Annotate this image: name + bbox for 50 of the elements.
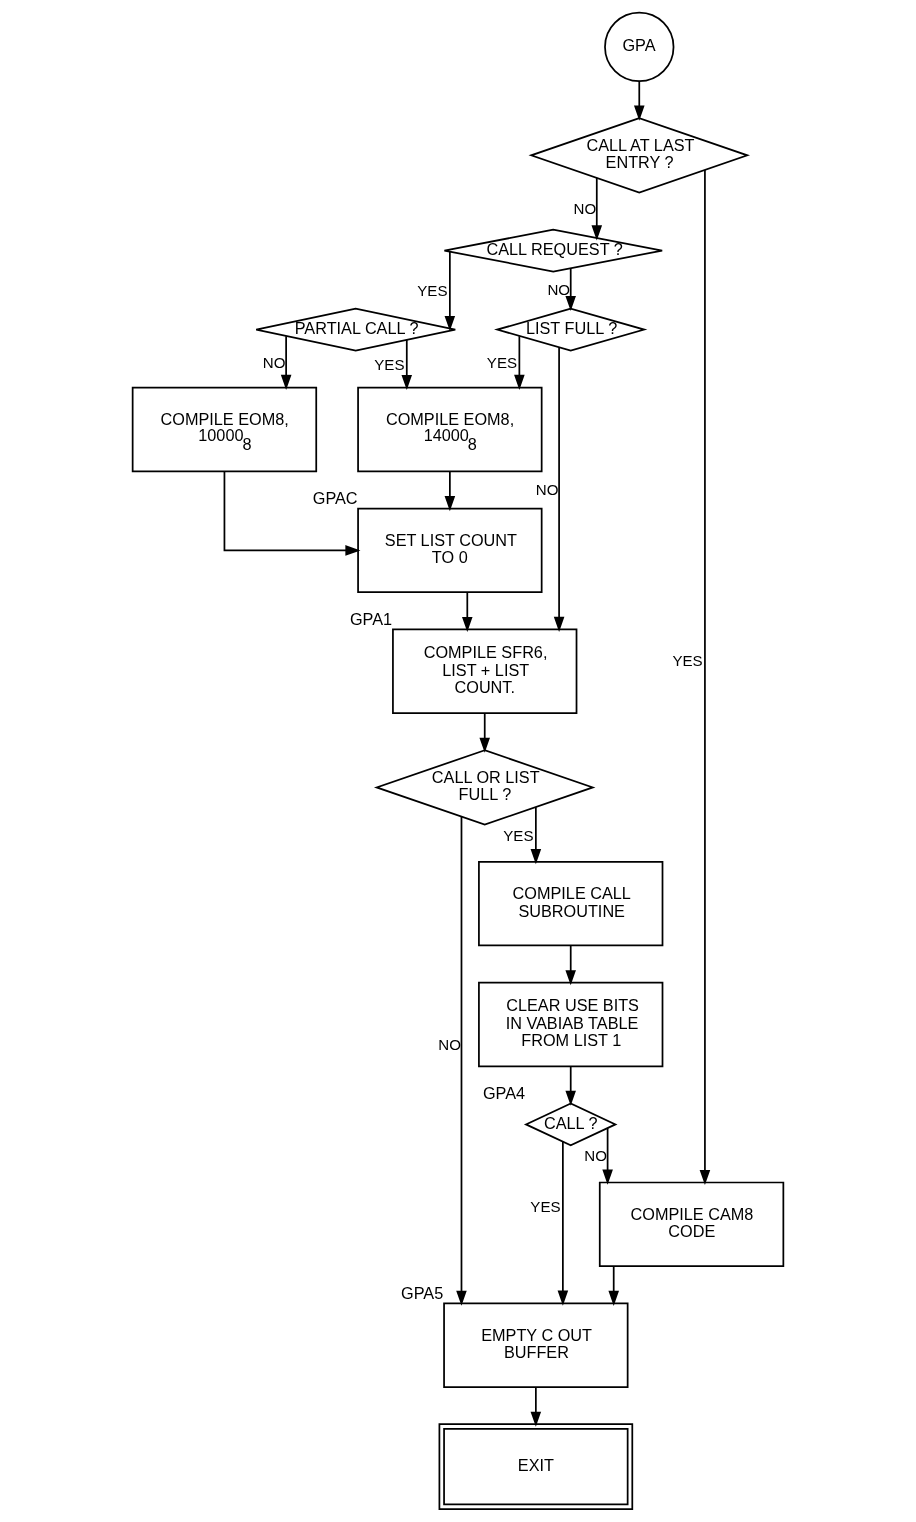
arrow	[553, 346, 565, 632]
node-label: GPA5	[401, 1283, 444, 1302]
node-box: CLEAR USE BITS IN VABIAB TABLE FROM LIST 1	[478, 981, 664, 1068]
arrow	[602, 1127, 613, 1185]
arrow	[280, 335, 292, 390]
edge-label: YES	[672, 652, 703, 670]
arrow	[565, 944, 576, 986]
node-label: GPA1	[349, 609, 393, 628]
node-label: GPAC	[312, 489, 358, 508]
edge-label: NO	[584, 1147, 608, 1165]
node-diamond: CALL OR LIST FULL ?	[374, 749, 596, 826]
arrow	[608, 1265, 619, 1306]
arrow	[591, 177, 603, 241]
node-box: COMPILE CAM8 CODE	[598, 1181, 785, 1268]
edge-label: NO	[573, 200, 597, 218]
node-box: EXIT	[438, 1423, 634, 1510]
edge-label: NO	[438, 1035, 461, 1053]
arrow	[530, 1386, 542, 1427]
edge-label: YES	[530, 1198, 561, 1216]
arrow	[530, 806, 542, 865]
arrow	[565, 267, 576, 312]
edge-label: YES	[486, 354, 518, 372]
edge-label: YES	[503, 826, 534, 844]
arrow	[223, 470, 361, 556]
arrow	[401, 339, 413, 391]
arrow	[557, 1140, 569, 1306]
edge-label: NO	[262, 354, 286, 372]
edge-label: NO	[535, 480, 559, 498]
arrow	[462, 591, 473, 632]
edge-label: YES	[374, 355, 405, 373]
node-diamond: CALL ?	[523, 1102, 618, 1147]
edge-label: YES	[417, 282, 448, 300]
node-label: GPA4	[482, 1084, 526, 1103]
arrow	[444, 250, 456, 332]
node-box: COMPILE SFR6, LIST + LIST COUNT.	[392, 628, 578, 714]
node-box: COMPILE CALL SUBROUTINE	[478, 860, 664, 947]
arrow	[633, 80, 645, 121]
arrow	[699, 169, 711, 1186]
node-circle: GPA	[604, 11, 675, 83]
arrow	[565, 1066, 576, 1106]
arrow	[456, 815, 467, 1306]
node-box: SET LIST COUNT TO 0	[357, 507, 543, 594]
node-diamond: CALL AT LAST ENTRY ?	[528, 117, 750, 194]
node-box: EMPTY C OUT BUFFER	[443, 1302, 629, 1388]
edge-label: NO	[547, 280, 571, 298]
arrow	[514, 335, 525, 390]
node-diamond: LIST FULL ?	[494, 307, 648, 352]
arrow	[444, 470, 456, 512]
node-diamond: CALL REQUEST ?	[443, 228, 664, 273]
arrow	[479, 712, 490, 753]
